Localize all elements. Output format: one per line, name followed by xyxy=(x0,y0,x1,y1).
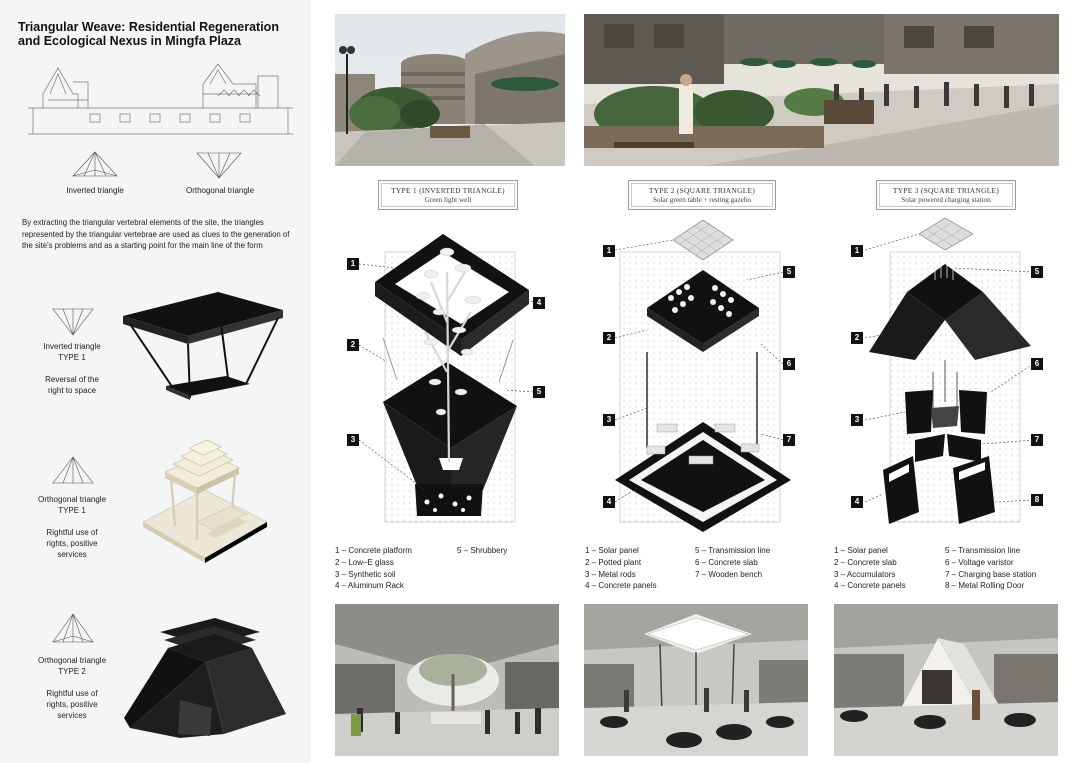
legend-item: 3 – Accumulators xyxy=(834,569,896,579)
page-title: Triangular Weave: Residential Regenerati… xyxy=(18,20,279,48)
inverted-pyramid-icon xyxy=(196,152,242,179)
render-type-3 xyxy=(834,604,1058,756)
legend-type-3: 1 – Solar panel 2 – Concrete slab 3 – Ac… xyxy=(834,545,1074,595)
exploded-diagram-type-2 xyxy=(614,219,791,532)
callout-2: 2 xyxy=(851,332,863,344)
type-subtitle: Green light well xyxy=(424,196,472,204)
type-desc-line: Reversal of the xyxy=(45,375,99,384)
callout-5: 5 xyxy=(783,266,795,278)
legend-item: 3 – Metal rods xyxy=(585,569,636,579)
type-title: TYPE 1 (INVERTED TRIANGLE) xyxy=(391,186,505,195)
type-title: TYPE 3 (SQUARE TRIANGLE) xyxy=(892,186,1000,195)
legend-item: 2 – Concrete slab xyxy=(834,557,897,567)
legend-item: 5 – Transmission line xyxy=(695,546,771,555)
type-desc-line: services xyxy=(57,711,87,720)
render-type-1 xyxy=(335,604,559,756)
inverted-pyramid-icon xyxy=(52,308,94,336)
gazebo-model xyxy=(142,439,268,563)
type-2-title-box: TYPE 2 (SQUARE TRIANGLE) Solar green tab… xyxy=(628,180,776,210)
type-desc-line: Rightful use of xyxy=(46,689,98,698)
callout-5: 5 xyxy=(533,386,545,398)
render-type-2 xyxy=(584,604,808,756)
legend-type-1: 1 – Concrete platform 2 – Low–E glass 3 … xyxy=(335,545,575,595)
callout-3: 3 xyxy=(603,414,615,426)
upright-pyramid-icon xyxy=(72,151,118,177)
type-subtitle: Solar green table + resting gazebo xyxy=(652,196,752,204)
callout-8: 8 xyxy=(1031,494,1043,506)
legend-item: 5 – Shrubbery xyxy=(457,546,508,555)
legend-item: 4 – Concrete panels xyxy=(834,581,906,591)
type-desc-line: rights, positive xyxy=(46,700,98,709)
type-number: TYPE 2 xyxy=(58,667,86,676)
inverted-canopy-model xyxy=(123,292,283,400)
legend-item: 3 – Synthetic soil xyxy=(335,569,396,579)
legend-item: 1 – Solar panel xyxy=(834,546,888,555)
left-type-1: Inverted triangle TYPE 1 Reversal of the… xyxy=(28,341,116,396)
legend-item: 7 – Charging base station xyxy=(945,569,1037,579)
left-type-3: Orthogonal triangle TYPE 2 Rightful use … xyxy=(28,655,116,721)
type-desc-line: rights, positive xyxy=(46,539,98,548)
callout-1: 1 xyxy=(347,258,359,270)
type-name: Orthogonal triangle xyxy=(37,656,107,665)
legend-item: 5 – Transmission line xyxy=(945,546,1021,555)
type-name: Orthogonal triangle xyxy=(37,495,107,504)
legend-item: 7 – Wooden bench xyxy=(695,569,763,579)
type-1-title-box: TYPE 1 (INVERTED TRIANGLE) Green light w… xyxy=(378,180,518,210)
legend-item: 6 – Voltage varistor xyxy=(945,557,1014,567)
callout-6: 6 xyxy=(1031,358,1043,370)
callout-7: 7 xyxy=(783,434,795,446)
type-title: TYPE 2 (SQUARE TRIANGLE) xyxy=(648,186,756,195)
type-subtitle: Solar powered charging station xyxy=(901,196,991,204)
upright-pyramid-icon xyxy=(52,613,94,643)
plaza-photo-2 xyxy=(584,14,1059,166)
type-name: Inverted triangle xyxy=(43,342,101,351)
callout-4: 4 xyxy=(603,496,615,508)
legend-item: 4 – Concrete panels xyxy=(585,581,657,591)
inverted-triangle-label: Inverted triangle xyxy=(66,186,124,195)
callout-3: 3 xyxy=(851,414,863,426)
orthogonal-triangle-label: Orthogonal triangle xyxy=(185,186,255,195)
legend-item: 1 – Solar panel xyxy=(585,546,639,555)
callout-5: 5 xyxy=(1031,266,1043,278)
callout-1: 1 xyxy=(603,245,615,257)
legend-item: 4 – Aluminum Rack xyxy=(335,581,404,591)
left-type-2: Orthogonal triangle TYPE 1 Rightful use … xyxy=(28,494,116,560)
description-text: By extracting the triangular vertebral e… xyxy=(22,218,290,250)
plaza-photo-1 xyxy=(335,14,565,166)
callout-2: 2 xyxy=(603,332,615,344)
black-pavilion-model xyxy=(124,618,286,738)
type-number: TYPE 1 xyxy=(58,506,86,515)
legend-item: 2 – Potted plant xyxy=(585,557,642,567)
legend-type-2: 1 – Solar panel 2 – Potted plant 3 – Met… xyxy=(585,545,825,595)
type-number: TYPE 1 xyxy=(58,353,86,362)
callout-2: 2 xyxy=(347,339,359,351)
callout-6: 6 xyxy=(783,358,795,370)
callout-1: 1 xyxy=(851,245,863,257)
elevation-drawing xyxy=(28,63,293,135)
type-3-title-box: TYPE 3 (SQUARE TRIANGLE) Solar powered c… xyxy=(876,180,1016,210)
upright-pyramid-icon xyxy=(52,456,94,484)
callout-3: 3 xyxy=(347,434,359,446)
legend-item: 1 – Concrete platform xyxy=(335,546,412,555)
type-desc-line: Rightful use of xyxy=(46,528,98,537)
type-desc-line: services xyxy=(57,550,87,559)
exploded-diagram-type-3 xyxy=(864,217,1034,524)
callout-7: 7 xyxy=(1031,434,1043,446)
legend-item: 6 – Concrete slab xyxy=(695,557,758,567)
left-panel: Triangular Weave: Residential Regenerati… xyxy=(0,0,311,763)
legend-item: 8 – Metal Rolling Door xyxy=(945,581,1025,591)
exploded-diagram-type-1 xyxy=(358,234,534,523)
type-desc-line: right to space xyxy=(47,386,97,395)
legend-item: 2 – Low–E glass xyxy=(335,557,394,567)
callout-4: 4 xyxy=(533,297,545,309)
callout-4: 4 xyxy=(851,496,863,508)
